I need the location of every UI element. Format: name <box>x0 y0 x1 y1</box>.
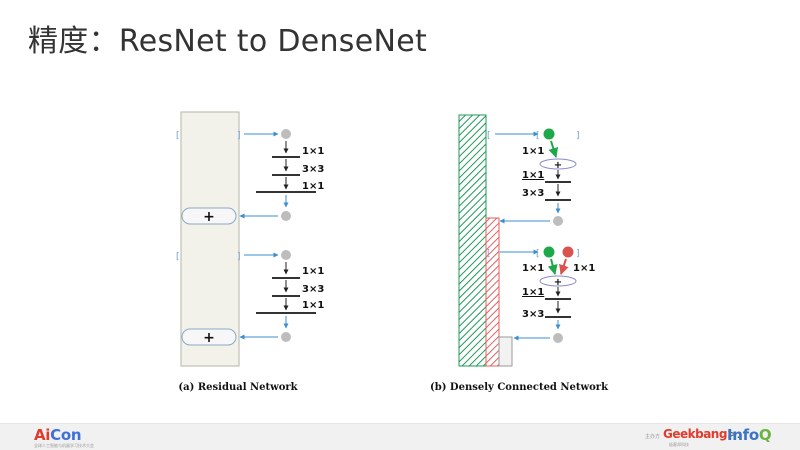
densenet-input-arrow <box>547 258 558 275</box>
svg-text:]: ] <box>237 252 241 262</box>
resnet-layer-label: 1×1 <box>302 181 324 192</box>
aicon-logo-suffix: Con <box>50 426 82 444</box>
aicon-logo: AiCon <box>34 426 82 444</box>
resnet-add-box <box>181 207 237 225</box>
densenet-green-stream <box>458 114 487 367</box>
resnet-node <box>281 332 291 342</box>
densenet-feature-node <box>543 128 555 140</box>
densenet-feature-node <box>543 246 555 258</box>
resnet-diagram: [ ] 1×1 3×3 1×1 + [ ] <box>176 111 324 393</box>
svg-text:]: ] <box>237 131 241 141</box>
infoq-logo-prefix: Info <box>727 426 759 444</box>
host-label: 主办方 <box>645 434 661 440</box>
resnet-layer-label: 3×3 <box>302 284 324 295</box>
resnet-node <box>281 211 291 221</box>
geekbang-logo-prefix: Geekbang <box>663 427 727 441</box>
svg-text:[: [ <box>487 131 491 141</box>
svg-text:[: [ <box>487 249 491 259</box>
densenet-diagram: [ [ ] 1×1 + 1×1 3×3 [ [ ] <box>430 114 609 393</box>
svg-text:[: [ <box>176 131 180 141</box>
densenet-input-label: 1×1 <box>522 146 544 157</box>
densenet-layer-label: 3×3 <box>522 309 544 320</box>
slide-title: 精度：ResNet to DenseNet <box>28 24 428 59</box>
resnet-add-symbol: + <box>203 330 215 346</box>
densenet-gray-stream <box>498 336 513 367</box>
densenet-layer-label: 1×1 <box>522 170 544 181</box>
densenet-caption: (b) Densely Connected Network <box>430 382 609 393</box>
geekbang-logo: Geekbang>. <box>663 427 740 441</box>
densenet-input-label: 1×1 <box>573 263 595 274</box>
aicon-subtitle: 全球人工智能与机器学习技术大会 <box>34 443 94 448</box>
resnet-node <box>281 250 291 260</box>
resnet-add-symbol: + <box>203 209 215 225</box>
resnet-add-box <box>181 328 237 346</box>
resnet-layer-label: 1×1 <box>302 300 324 311</box>
resnet-layer-label: 1×1 <box>302 146 324 157</box>
densenet-feature-node <box>562 246 574 258</box>
densenet-layer-label: 3×3 <box>522 188 544 199</box>
resnet-node <box>281 129 291 139</box>
densenet-input-label: 1×1 <box>522 263 544 274</box>
svg-text:]: ] <box>576 131 580 141</box>
densenet-input-arrow <box>559 258 569 275</box>
densenet-input-arrow <box>548 140 559 158</box>
resnet-caption: (a) Residual Network <box>178 382 298 393</box>
resnet-stream-band <box>180 111 240 367</box>
svg-text:[: [ <box>536 131 540 141</box>
densenet-node <box>553 333 563 343</box>
densenet-block-2: [ [ ] 1×1 1×1 + 1×1 3×3 <box>487 246 595 343</box>
densenet-concat-ellipse <box>539 275 577 287</box>
geekbang-logo-suffix: >. <box>726 427 740 441</box>
resnet-layer-label: 3×3 <box>302 164 324 175</box>
svg-text:[: [ <box>536 249 540 259</box>
infoq-logo: InfoQ <box>727 426 772 444</box>
resnet-layer-label: 1×1 <box>302 266 324 277</box>
footer: AiCon 全球人工智能与机器学习技术大会 主办方 Geekbang>. 极客邦… <box>0 423 800 450</box>
aicon-logo-prefix: Ai <box>34 426 51 444</box>
densenet-concat-ellipse <box>539 158 577 170</box>
densenet-concat-symbol: + <box>554 160 562 171</box>
infoq-logo-suffix: Q <box>758 426 772 444</box>
svg-text:[: [ <box>176 252 180 262</box>
densenet-block-1: [ [ ] 1×1 + 1×1 3×3 <box>487 128 580 226</box>
densenet-node <box>553 216 563 226</box>
svg-text:]: ] <box>576 249 580 259</box>
geekbang-subtitle: 极客邦科技 <box>669 442 689 447</box>
resnet-block-1: [ ] 1×1 3×3 1×1 + <box>176 129 324 225</box>
densenet-concat-symbol: + <box>554 277 562 288</box>
densenet-layer-label: 1×1 <box>522 287 544 298</box>
architecture-diagram: [ ] 1×1 3×3 1×1 + [ ] <box>176 111 609 393</box>
densenet-red-stream <box>485 217 500 367</box>
resnet-block-2: [ ] 1×1 3×3 1×1 + <box>176 250 324 346</box>
